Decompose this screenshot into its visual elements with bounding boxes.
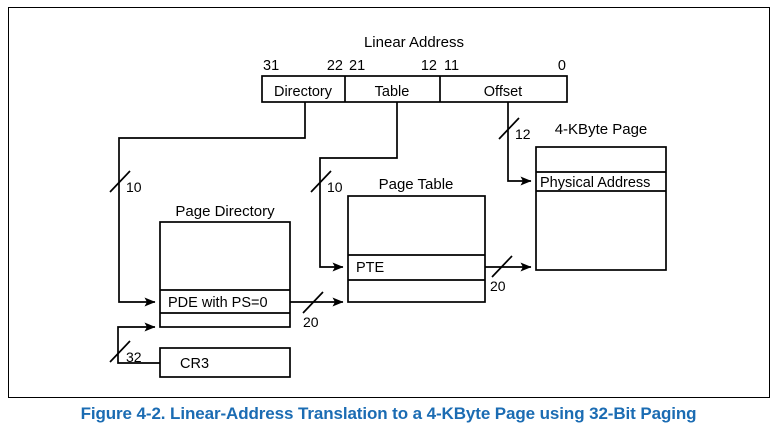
page-table-box xyxy=(347,195,486,303)
page-directory-entry-label: PDE with PS=0 xyxy=(168,295,268,311)
bit-label-12: 12 xyxy=(421,58,437,74)
wire-cr3-base xyxy=(117,322,160,364)
cr3-label: CR3 xyxy=(180,356,209,372)
buswidth-directory-index: 10 xyxy=(126,179,142,195)
address-field-offset: Offset xyxy=(484,84,522,100)
bit-label-31: 31 xyxy=(263,58,279,74)
page-table-entry-label: PTE xyxy=(356,260,385,276)
page-directory-box xyxy=(159,221,291,328)
cr3-box xyxy=(159,347,291,378)
buswidth-cr3-base: 32 xyxy=(126,349,142,365)
slash-cr3-base xyxy=(109,340,131,363)
slash-pte-base xyxy=(491,255,513,278)
buswidth-pte-base: 20 xyxy=(490,278,506,294)
buswidth-table-index: 10 xyxy=(327,179,343,195)
slash-directory-index xyxy=(109,170,131,193)
linear-address-title: Linear Address xyxy=(364,34,464,51)
page-table-title: Page Table xyxy=(379,176,454,193)
page-frame-title: 4-KByte Page xyxy=(555,121,648,138)
page-frame-entry-label: Physical Address xyxy=(540,175,650,191)
page-frame-box xyxy=(535,146,667,271)
bit-label-22: 22 xyxy=(327,58,343,74)
wire-directory-index xyxy=(118,102,306,307)
bit-label-21: 21 xyxy=(349,58,365,74)
address-field-table: Table xyxy=(375,84,410,100)
bit-label-0: 0 xyxy=(558,58,566,74)
wire-table-index xyxy=(319,102,398,272)
slash-pde-base xyxy=(302,291,324,314)
buswidth-page-offset: 12 xyxy=(515,126,531,142)
bit-label-11: 11 xyxy=(444,58,459,74)
slash-table-index xyxy=(310,170,332,193)
figure-caption: Figure 4-2. Linear-Address Translation t… xyxy=(80,404,697,423)
buswidth-pde-base: 20 xyxy=(303,314,319,330)
page-directory-title: Page Directory xyxy=(175,203,275,220)
linear-address-bar xyxy=(261,75,568,103)
address-field-directory: Directory xyxy=(274,84,333,100)
paging-translation-diagram: Linear Address 31 22 21 12 11 0 Director… xyxy=(109,34,667,378)
slash-page-offset xyxy=(498,117,520,140)
figure-border xyxy=(8,7,770,398)
